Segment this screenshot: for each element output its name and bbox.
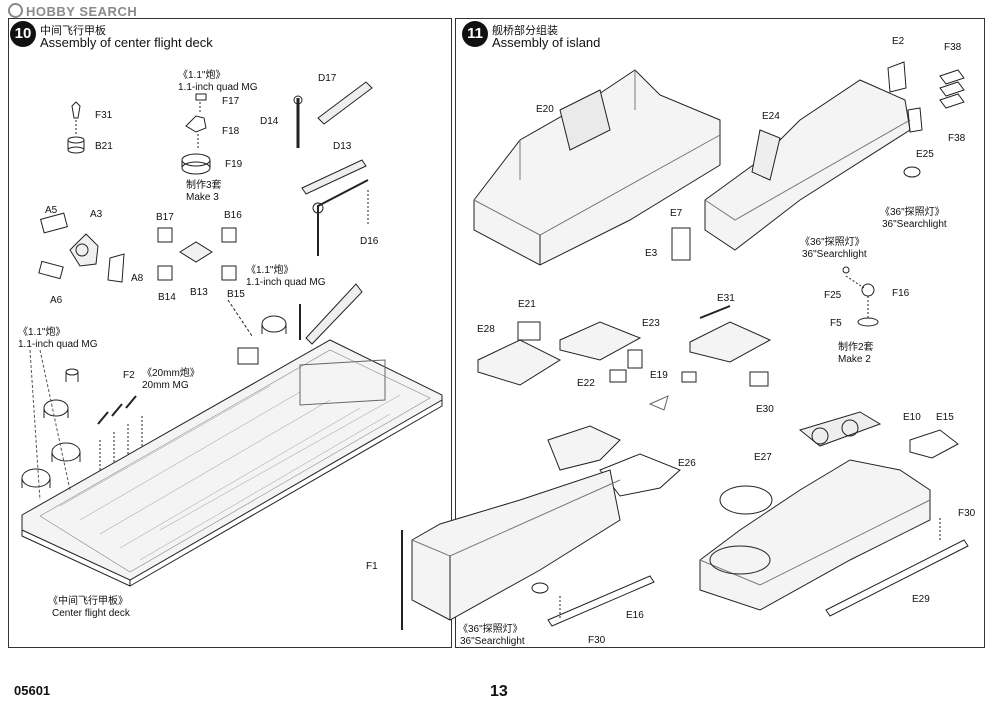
note-en: 1.1-inch quad MG — [246, 277, 326, 288]
part-label: F18 — [222, 126, 240, 137]
note-en: 36"Searchlight — [460, 636, 525, 647]
part-label: F38 — [948, 133, 966, 144]
part-label: E29 — [912, 594, 930, 605]
part-label: E7 — [670, 208, 683, 219]
part-label: E19 — [650, 370, 668, 381]
watermark-logo-icon — [8, 3, 23, 18]
part-label: A8 — [131, 273, 144, 284]
note-cn: 《1.1"炮》 — [246, 265, 294, 276]
part-label: E2 — [892, 36, 905, 47]
step-11-title-en: Assembly of island — [492, 35, 601, 50]
part-label: E22 — [577, 378, 595, 389]
part-label: B13 — [190, 287, 208, 298]
note-cn: 《36"探照灯》 — [458, 624, 523, 635]
note-cn: 《20mm炮》 — [142, 368, 200, 379]
part-label: A6 — [50, 295, 63, 306]
center-flight-deck-drawing — [21, 339, 443, 587]
part-label: F19 — [225, 159, 243, 170]
part-label: F17 — [222, 96, 240, 107]
note-cn: 制作3套 — [186, 180, 222, 191]
part-label: B14 — [158, 292, 176, 303]
step-11-title-cn: 舰桥部分组装 — [492, 25, 558, 37]
part-label: D16 — [360, 236, 379, 247]
part-label: E24 — [762, 111, 780, 122]
note-en: 20mm MG — [142, 380, 189, 391]
watermark: HOBBY SEARCH — [8, 3, 137, 19]
part-label: B16 — [224, 210, 242, 221]
part-label: E25 — [916, 149, 934, 160]
part-label: F5 — [830, 318, 842, 329]
part-label: E28 — [477, 324, 495, 335]
note-cn: 《1.1"炮》 — [178, 70, 226, 81]
note-en: Make 2 — [838, 354, 871, 365]
part-label: E26 — [678, 458, 696, 469]
part-label: E30 — [756, 404, 774, 415]
note-en: 1.1-inch quad MG — [178, 82, 258, 93]
part-label: E20 — [536, 104, 554, 115]
part-label: A5 — [45, 205, 58, 216]
part-label: F2 — [123, 370, 135, 381]
note-en: 36"Searchlight — [802, 249, 867, 260]
part-label: E10 — [903, 412, 921, 423]
note-en: Center flight deck — [52, 608, 130, 619]
part-label: A3 — [90, 209, 103, 220]
part-label: E27 — [754, 452, 772, 463]
step-11-panel — [455, 18, 985, 648]
step-10-title-en: Assembly of center flight deck — [40, 35, 213, 50]
part-label: E23 — [642, 318, 660, 329]
page-number: 13 — [490, 683, 508, 700]
part-label: F25 — [824, 290, 842, 301]
part-label: F30 — [958, 508, 976, 519]
note-cn: 《1.1"炮》 — [18, 327, 66, 338]
note-cn: 《36"探照灯》 — [800, 237, 865, 248]
part-label: F31 — [95, 110, 113, 121]
island-assembled-upper-drawing — [699, 411, 959, 611]
part-label: F30 — [588, 635, 606, 646]
step-10-number: 10 — [10, 21, 36, 47]
part-label: E16 — [626, 610, 644, 621]
watermark-text: HOBBY SEARCH — [26, 4, 138, 19]
step-10-panel — [8, 18, 452, 648]
island-assembled-lower-drawing — [411, 469, 621, 621]
part-label: F1 — [366, 561, 378, 572]
part-label: B21 — [95, 141, 113, 152]
part-label: B17 — [156, 212, 174, 223]
catalog-number: 05601 — [14, 683, 51, 698]
part-label: E15 — [936, 412, 954, 423]
island-upper-hull-drawing — [704, 79, 911, 251]
note-cn: 《36"探照灯》 — [880, 207, 945, 218]
step-11-number: 11 — [462, 21, 488, 47]
part-label: D13 — [333, 141, 352, 152]
part-label: D17 — [318, 73, 337, 84]
part-label: F16 — [892, 288, 910, 299]
part-label: E21 — [518, 299, 536, 310]
note-en: Make 3 — [186, 192, 219, 203]
part-label: E31 — [717, 293, 735, 304]
part-label: E3 — [645, 248, 658, 259]
part-label: F38 — [944, 42, 962, 53]
step-10-title-cn: 中间飞行甲板 — [40, 25, 106, 37]
note-en: 36"Searchlight — [882, 219, 947, 230]
note-cn: 《中间飞行甲板》 — [48, 596, 128, 607]
part-label: D14 — [260, 116, 279, 127]
note-cn: 制作2套 — [838, 342, 874, 353]
note-en: 1.1-inch quad MG — [18, 339, 98, 350]
island-lower-hull-drawing — [473, 69, 721, 266]
part-label: B15 — [227, 289, 245, 300]
